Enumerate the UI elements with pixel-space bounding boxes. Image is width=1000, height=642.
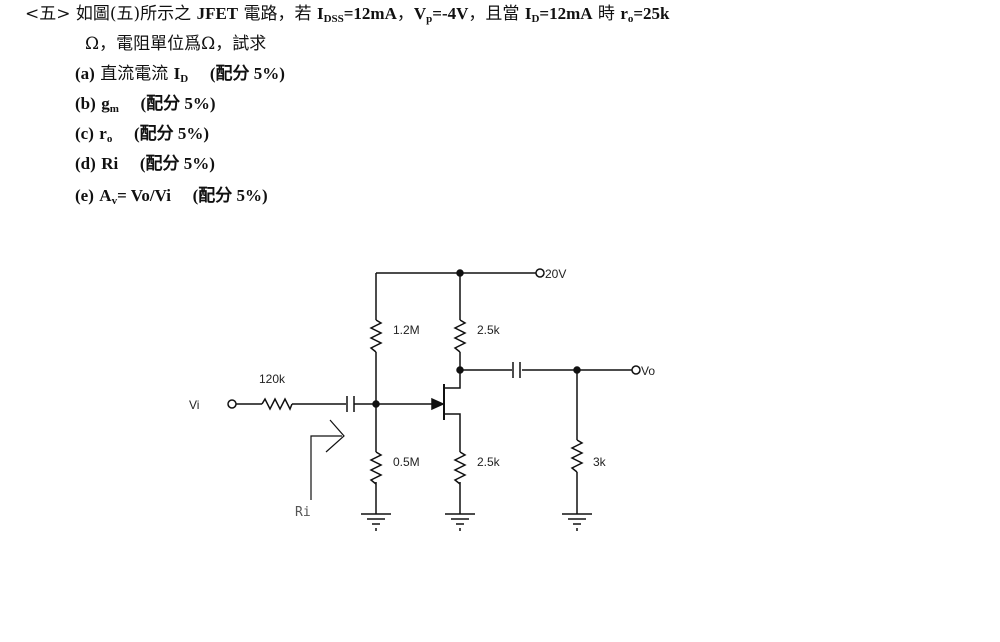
text: 電路，若 [238, 4, 317, 24]
part-symbol: Ri [101, 154, 119, 173]
part-score: (配分 5%) [133, 124, 210, 143]
part-text: 直流電流 [94, 64, 174, 84]
part-subscript: v [111, 195, 118, 207]
question-line-1: <五> 如圖(五)所示之 JFET 電路，若 IDSS=12mA，Vp=-4V，… [25, 4, 670, 29]
part-symbol: g [101, 94, 110, 113]
resistor-1-2M [369, 319, 383, 353]
resistor-load-3k [570, 439, 584, 473]
input-terminal [227, 399, 237, 409]
vp-symbol: V [413, 4, 427, 23]
vp-value: =-4V [432, 4, 469, 23]
part-score: (配分 5%) [192, 186, 268, 205]
part-symbol: A [99, 186, 112, 205]
output-label: Vo [641, 364, 655, 378]
supply-terminal [535, 268, 545, 278]
idss-subscript: DSS [323, 13, 344, 25]
label-120k: 120k [259, 372, 286, 386]
part-subscript: m [109, 103, 119, 115]
part-subscript: o [106, 133, 113, 145]
ro-subscript: o [627, 13, 634, 25]
part-label: (c) [75, 124, 94, 143]
part-score: (配分 5%) [139, 154, 215, 173]
part-symbol: I [173, 64, 181, 83]
output-capacitor [512, 362, 521, 378]
source-wire [444, 413, 461, 514]
ri-arrow-icon [310, 419, 345, 500]
input-capacitor [346, 396, 355, 412]
label-source-resistor: 2.5k [477, 455, 501, 469]
ro-symbol: r [620, 4, 628, 23]
output-terminal [631, 365, 641, 375]
ground-icon [361, 513, 391, 531]
jfet-text: JFET [196, 4, 239, 23]
gate-arrow [431, 397, 445, 411]
label-0-5M: 0.5M [393, 455, 420, 469]
part-score: (配分 5%) [140, 94, 216, 113]
idss-symbol: I [316, 4, 324, 23]
text: ，且當 [468, 4, 525, 24]
sub-question-a: (a) 直流電流 ID (配分 5%) [75, 64, 285, 89]
part-label: (e) [75, 186, 94, 205]
node [456, 366, 464, 374]
resistor-0-5M [369, 451, 383, 485]
sub-question-d: (d) Ri (配分 5%) [75, 154, 215, 174]
resistor-source-2-5k [453, 451, 467, 485]
text: 時 [592, 4, 621, 24]
ground-icon [562, 513, 592, 531]
node [372, 400, 380, 408]
part-label: (b) [75, 94, 96, 113]
sub-question-b: (b) gm (配分 5%) [75, 94, 216, 119]
idss-value: =12mA [343, 4, 397, 23]
question-line-2: Ω，電阻單位爲Ω，試求 [85, 34, 267, 54]
vp-subscript: p [426, 13, 433, 25]
resistor-drain-2-5k [453, 319, 467, 353]
sub-question-e: (e) Av= Vo/Vi (配分 5%) [75, 186, 268, 211]
label-load-resistor: 3k [593, 455, 607, 469]
label-1-2M: 1.2M [393, 323, 420, 337]
part-score: (配分 5%) [209, 64, 285, 83]
ri-label: Ri [295, 505, 311, 520]
part-rest: = Vo/Vi [117, 186, 172, 205]
ro-value: =25k [633, 4, 670, 23]
text: ， [396, 4, 414, 24]
input-label: Vi [189, 398, 199, 412]
id-subscript: D [531, 13, 540, 25]
drain-wire [444, 273, 632, 389]
part-label: (a) [75, 64, 95, 83]
sub-question-c: (c) ro (配分 5%) [75, 124, 209, 149]
label-drain-resistor: 2.5k [477, 323, 501, 337]
ground-icon [445, 513, 475, 531]
part-label: (d) [75, 154, 96, 173]
part-subscript: D [180, 73, 189, 85]
id-symbol: I [524, 4, 532, 23]
id-value: =12mA [539, 4, 593, 23]
resistor-120k [261, 397, 293, 411]
question-prefix: <五> 如圖(五)所示之 [25, 4, 197, 24]
part-symbol: r [99, 124, 107, 143]
supply-label: 20V [545, 267, 566, 281]
